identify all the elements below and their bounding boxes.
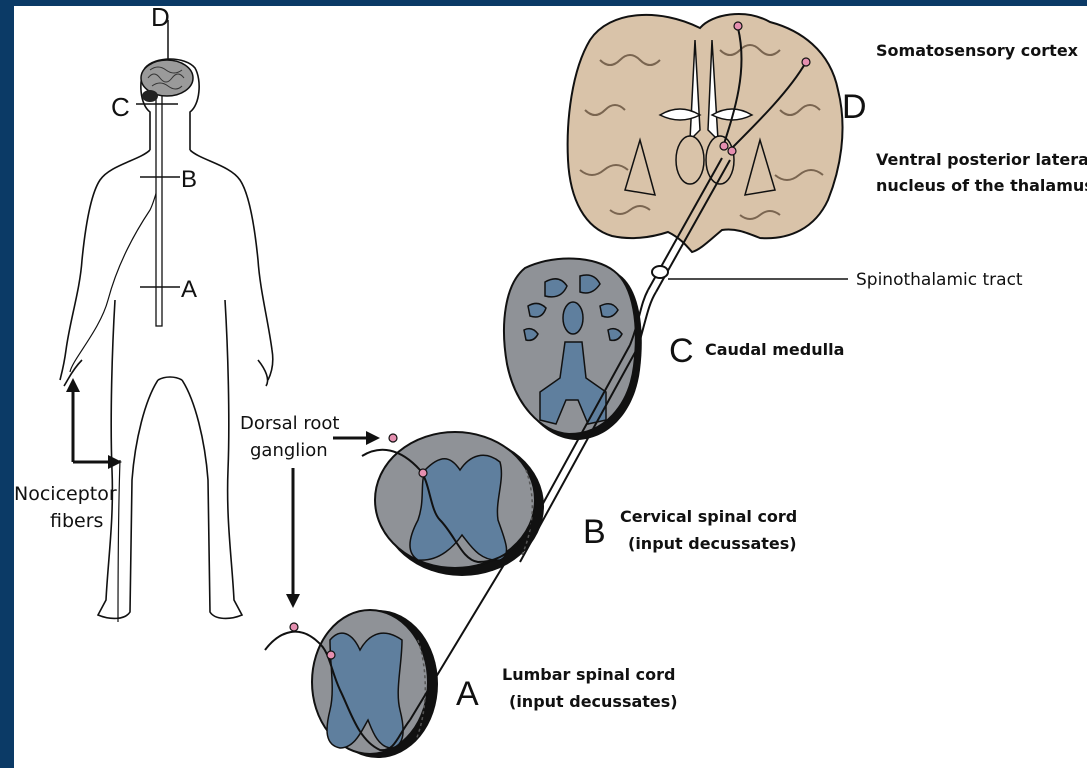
tract-label: Spinothalamic tract — [856, 270, 1023, 290]
vpl-label-1: Ventral posterior lateral — [876, 150, 1087, 169]
nociceptor-fiber — [70, 180, 160, 372]
lumbar-label-1: Lumbar spinal cord — [502, 665, 676, 684]
body-label-b: B — [181, 166, 197, 193]
body-label-c: C — [111, 92, 130, 122]
caudal-medulla-section — [504, 259, 642, 440]
cortex-label: Somatosensory cortex — [876, 41, 1079, 60]
body-brain — [141, 60, 193, 102]
cervical-label-2: (input decussates) — [628, 534, 797, 553]
vpl-label-2: nucleus of the thalamus — [876, 176, 1087, 195]
lumbar-label-2: (input decussates) — [509, 692, 678, 711]
letter-c: C — [669, 332, 694, 370]
letter-b: B — [583, 513, 606, 551]
coronal-brain-section — [568, 14, 843, 252]
letter-d: D — [842, 88, 867, 126]
letter-a: A — [456, 675, 479, 713]
drg-label-2: ganglion — [250, 440, 328, 461]
nociceptor-arrow — [66, 378, 122, 469]
body-spinal-cord — [156, 88, 162, 326]
tract-marker — [652, 266, 668, 278]
nociceptor-label-2: fibers — [50, 510, 103, 532]
drg-label-1: Dorsal root — [240, 413, 340, 434]
body-label-d: D — [151, 2, 170, 32]
medulla-label: Caudal medulla — [705, 340, 844, 359]
body-label-a: A — [181, 276, 197, 303]
nociceptor-label-1: Nociceptor — [14, 483, 117, 505]
lumbar-cord-section — [312, 610, 438, 758]
human-body-outline — [60, 59, 273, 618]
cervical-label-1: Cervical spinal cord — [620, 507, 797, 526]
